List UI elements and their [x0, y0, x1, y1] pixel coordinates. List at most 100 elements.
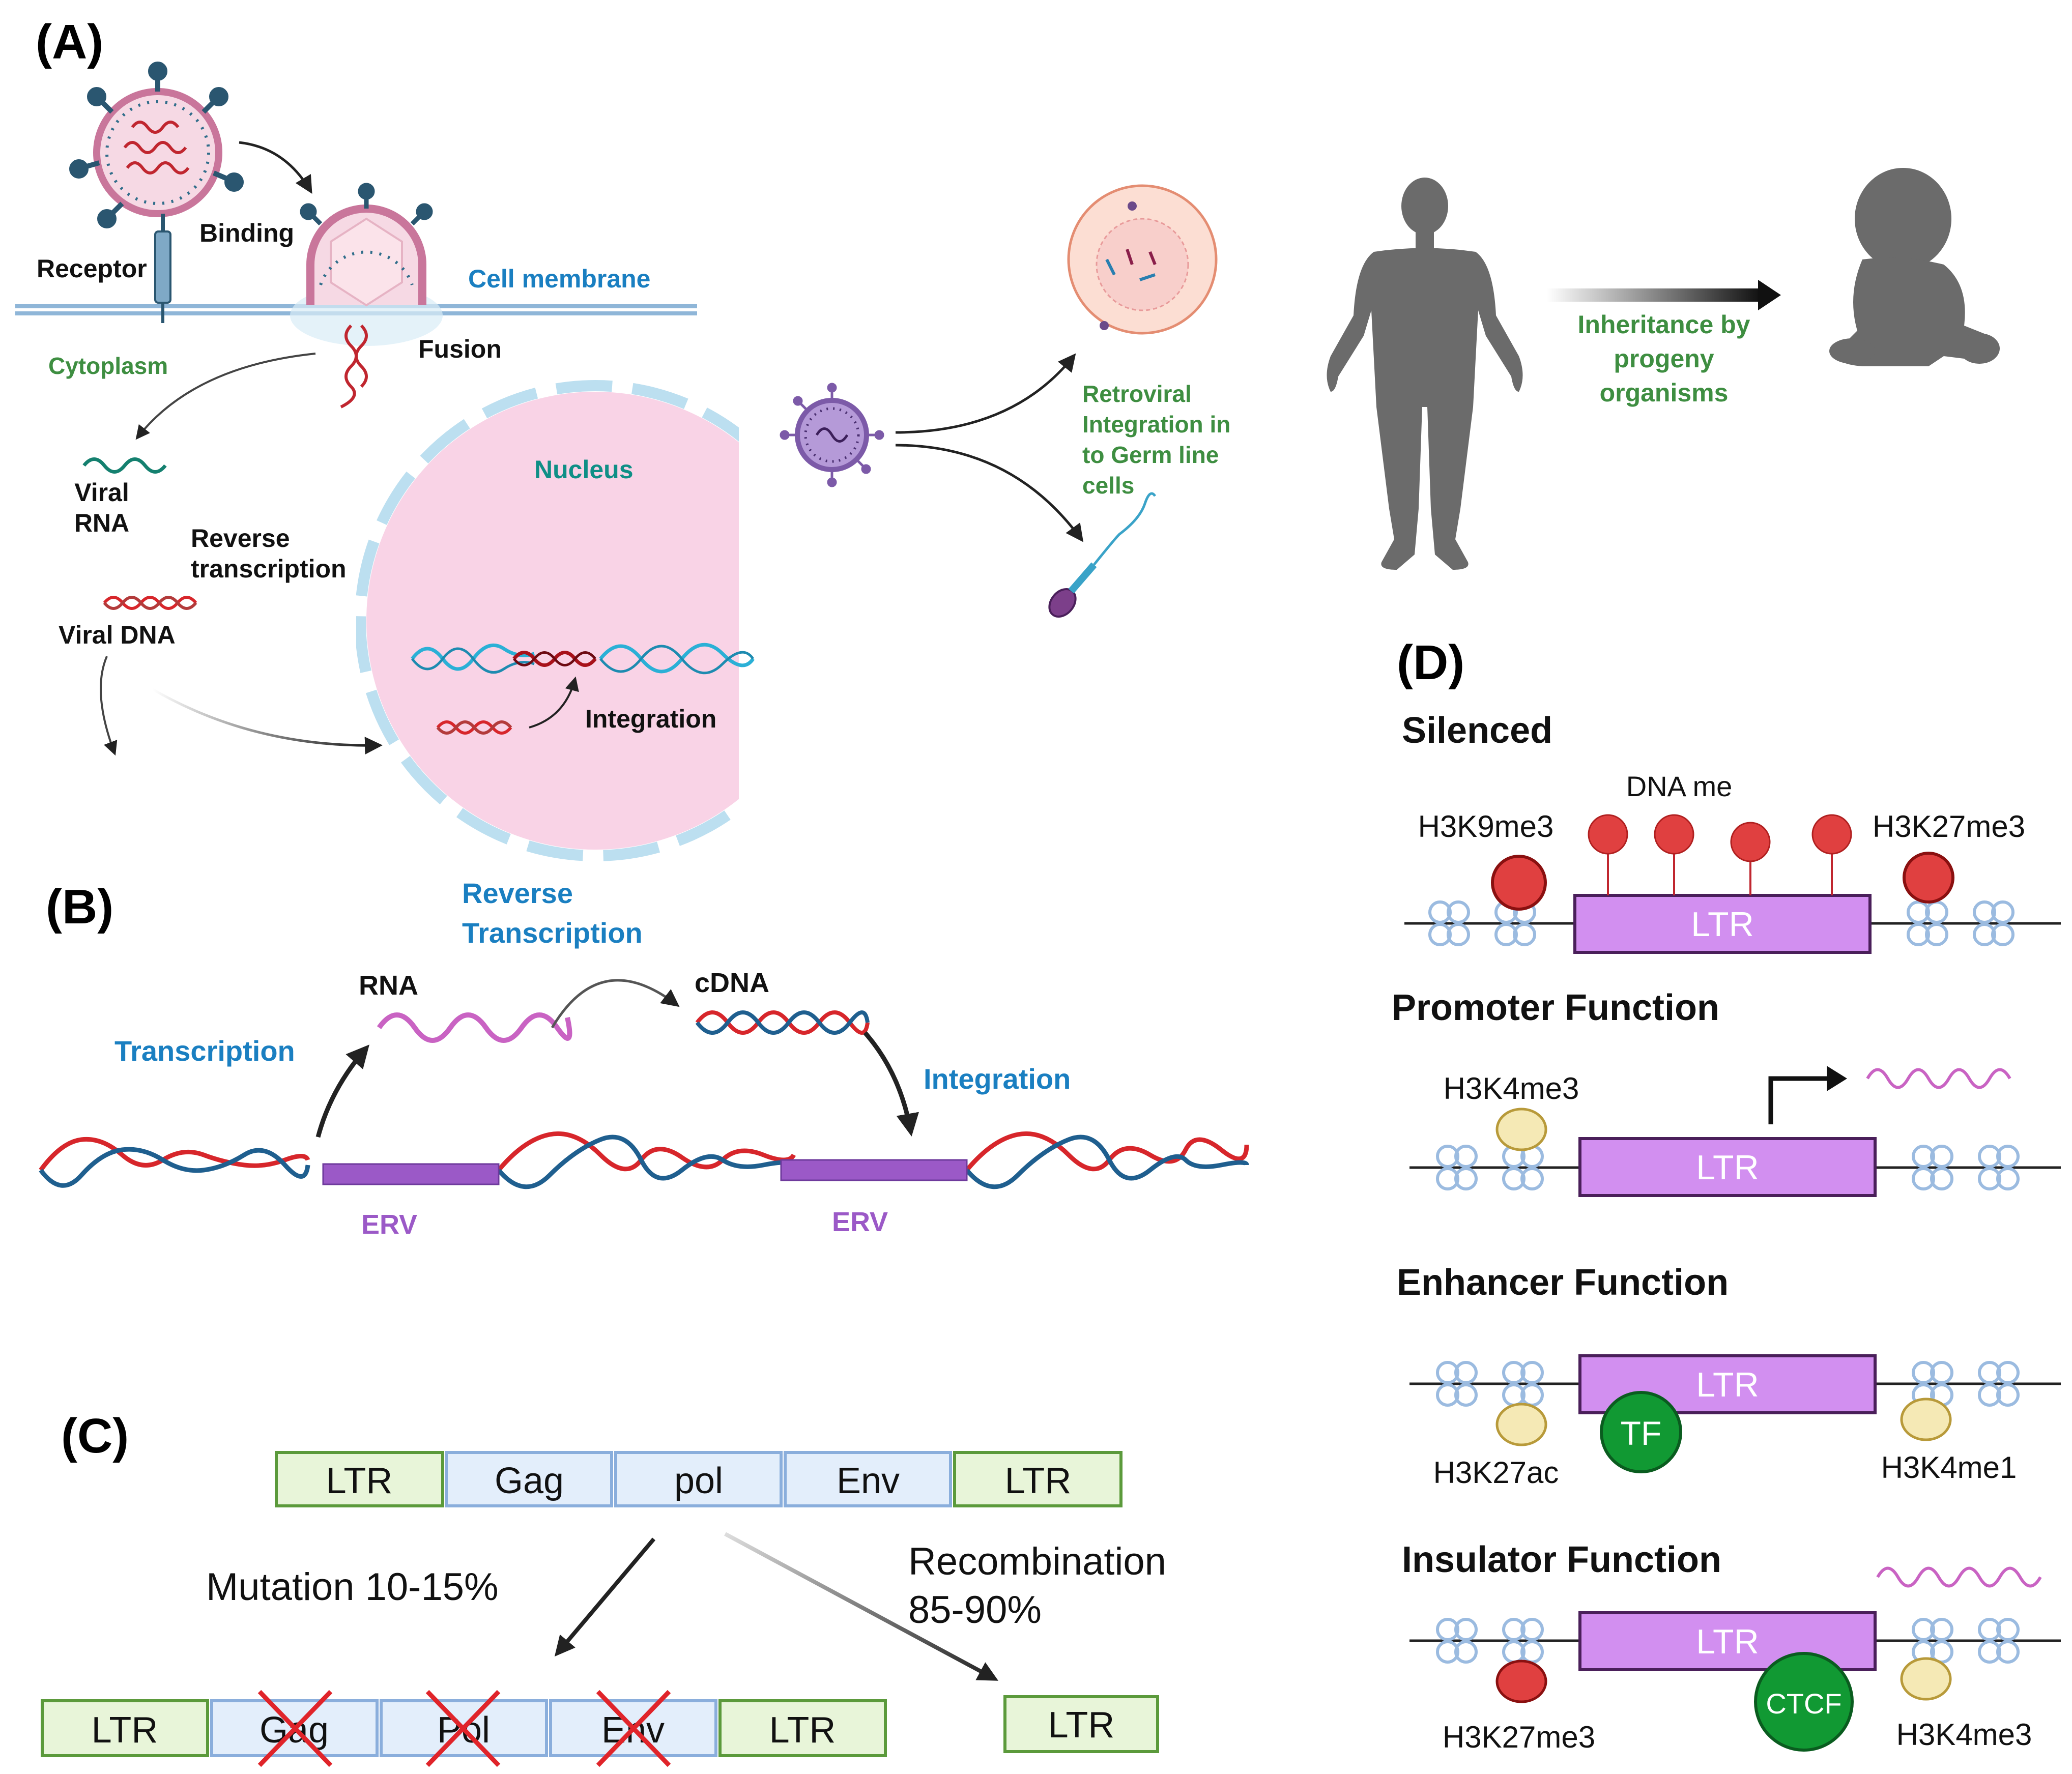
uncoating-arrow	[135, 353, 316, 440]
viral-dna-down-arrow	[100, 656, 118, 756]
panel-d: (D) Silenced DNA me H3K9me3 H3K27me3 LTR…	[1392, 635, 2061, 1754]
top-gene-label: Gag	[495, 1461, 564, 1501]
inheritance-arrow	[1547, 288, 1761, 302]
viral-rna-label-1: Viral	[74, 478, 129, 507]
solo-ltr-box	[1003, 1695, 1159, 1753]
h3k4me3-bottom-label: H3K4me3	[1896, 1718, 2032, 1752]
adult-human-icon	[1327, 178, 1523, 570]
reverse-transcription-label-2: transcription	[191, 555, 347, 583]
transcription-label: Transcription	[114, 1035, 295, 1067]
germline-label-2: Integration in	[1082, 411, 1230, 438]
top-gene-label: LTR	[1005, 1461, 1072, 1501]
cdna-label: cDNA	[695, 968, 769, 998]
panel-c: (C) LTR Gag pol Env LTR Mutation 10-15% …	[41, 1409, 1166, 1767]
integration-label-b: Integration	[924, 1063, 1071, 1095]
reverse-transcription-label-1: Reverse	[191, 524, 290, 552]
cell-membrane-label: Cell membrane	[468, 265, 650, 293]
germline-label-3: to Germ line	[1082, 442, 1219, 468]
histone-icons-enhancer	[1436, 1361, 2020, 1407]
sperm-cell-icon	[1048, 492, 1157, 618]
top-gene-label: pol	[674, 1461, 723, 1501]
dna-methylation-marks	[1588, 814, 1852, 895]
silenced-ltr-label: LTR	[1691, 905, 1753, 944]
dna-me-label: DNA me	[1626, 770, 1733, 802]
tf-label: TF	[1621, 1414, 1662, 1452]
mutation-label: Mutation 10-15%	[206, 1565, 499, 1609]
recombination-label-1: Recombination	[908, 1540, 1166, 1583]
insulator-title: Insulator Function	[1402, 1539, 1721, 1580]
h3k4me3-promoter-label: H3K4me3	[1444, 1071, 1579, 1106]
h3k4me3-bottom-mark	[1900, 1657, 1952, 1701]
receptor-icon	[154, 214, 171, 323]
h3k4me3-promoter-mark	[1495, 1108, 1547, 1151]
viral-rna-label-2: RNA	[74, 509, 129, 537]
top-pol	[614, 1451, 783, 1507]
integration-arrow-b	[863, 1031, 919, 1137]
binding-arrow	[239, 141, 312, 194]
enhancer-title: Enhancer Function	[1397, 1262, 1729, 1303]
h3k9me3-mark	[1491, 855, 1547, 911]
panel-b: (B) Reverse Transcription RNA cDNA Trans…	[39, 877, 1249, 1240]
viral-dna-icon	[103, 596, 197, 610]
nucleus-icon	[356, 380, 755, 861]
h3k4me1-label: H3K4me1	[1881, 1450, 2017, 1485]
enhancer-ltr-label: LTR	[1696, 1365, 1759, 1404]
insulator-ltr-label: LTR	[1696, 1622, 1759, 1661]
panel-a: (A) Receptor Binding	[15, 15, 2000, 861]
to-sperm-arrow	[895, 444, 1084, 542]
bottom-gene-label: LTR	[769, 1710, 836, 1751]
virus-fusing-icon	[290, 183, 443, 409]
h3k27ac-mark	[1495, 1403, 1547, 1446]
solo-ltr-label: LTR	[1048, 1705, 1115, 1746]
viral-dna-label: Viral DNA	[59, 621, 176, 649]
top-ltr-left	[275, 1451, 444, 1507]
panel-b-label: (B)	[46, 880, 113, 934]
rna-strand-icon	[377, 1012, 572, 1043]
fusion-label: Fusion	[418, 335, 502, 363]
cytoplasm-label: Cytoplasm	[48, 353, 168, 379]
deletion-cross-icons	[257, 1690, 671, 1767]
baby-icon	[1829, 168, 2000, 366]
integration-label: Integration	[585, 705, 716, 733]
ctcf-label: CTCF	[1766, 1688, 1841, 1720]
reverse-transcription-title-2: Transcription	[462, 917, 643, 949]
inheritance-label-3: organisms	[1600, 379, 1729, 407]
bottom-ltr-right	[718, 1699, 887, 1757]
egg-cell-icon	[1067, 184, 1218, 335]
virus-free-icon	[69, 62, 244, 228]
binding-label: Binding	[199, 219, 294, 247]
tss-arrow	[1768, 1076, 1829, 1124]
tf-icon	[1600, 1391, 1682, 1473]
recombination-label-2: 85-90%	[908, 1588, 1042, 1632]
h3k27me3-top-label: H3K27me3	[1873, 809, 2025, 844]
erv-right-block	[780, 1159, 968, 1181]
receptor-label: Receptor	[37, 254, 147, 283]
germline-label-4: cells	[1082, 472, 1134, 499]
top-ltr-right	[953, 1451, 1123, 1507]
to-egg-arrow	[895, 353, 1076, 434]
rna-label: RNA	[359, 970, 418, 1001]
panel-a-label: (A)	[36, 15, 103, 69]
cdna-icon	[695, 1010, 870, 1035]
inheritance-label-2: progeny	[1614, 344, 1714, 373]
panel-c-label: (C)	[61, 1409, 129, 1463]
top-gene-label: LTR	[326, 1461, 393, 1501]
promoter-title: Promoter Function	[1392, 987, 1719, 1028]
h3k27me3-top-mark	[1903, 852, 1954, 904]
insulator-transcript-icon	[1876, 1566, 2042, 1588]
h3k9me3-label: H3K9me3	[1418, 809, 1554, 844]
inheritance-label-1: Inheritance by	[1578, 310, 1750, 339]
promoter-ltr-label: LTR	[1696, 1148, 1759, 1187]
erv-right-label: ERV	[832, 1207, 888, 1237]
top-gene-label: Env	[837, 1461, 900, 1501]
viral-rna-icon	[82, 457, 167, 474]
top-env	[784, 1451, 952, 1507]
bottom-ltr-left	[41, 1699, 209, 1757]
to-nucleus-arrow	[152, 688, 383, 755]
h3k27me3-bottom-label: H3K27me3	[1443, 1720, 1595, 1754]
silenced-ltr-box	[1573, 894, 1872, 954]
retrovirus-icon	[780, 383, 884, 487]
h3k27ac-label: H3K27ac	[1433, 1456, 1559, 1490]
panel-d-label: (D)	[1397, 635, 1464, 690]
promoter-ltr-box	[1578, 1137, 1877, 1197]
